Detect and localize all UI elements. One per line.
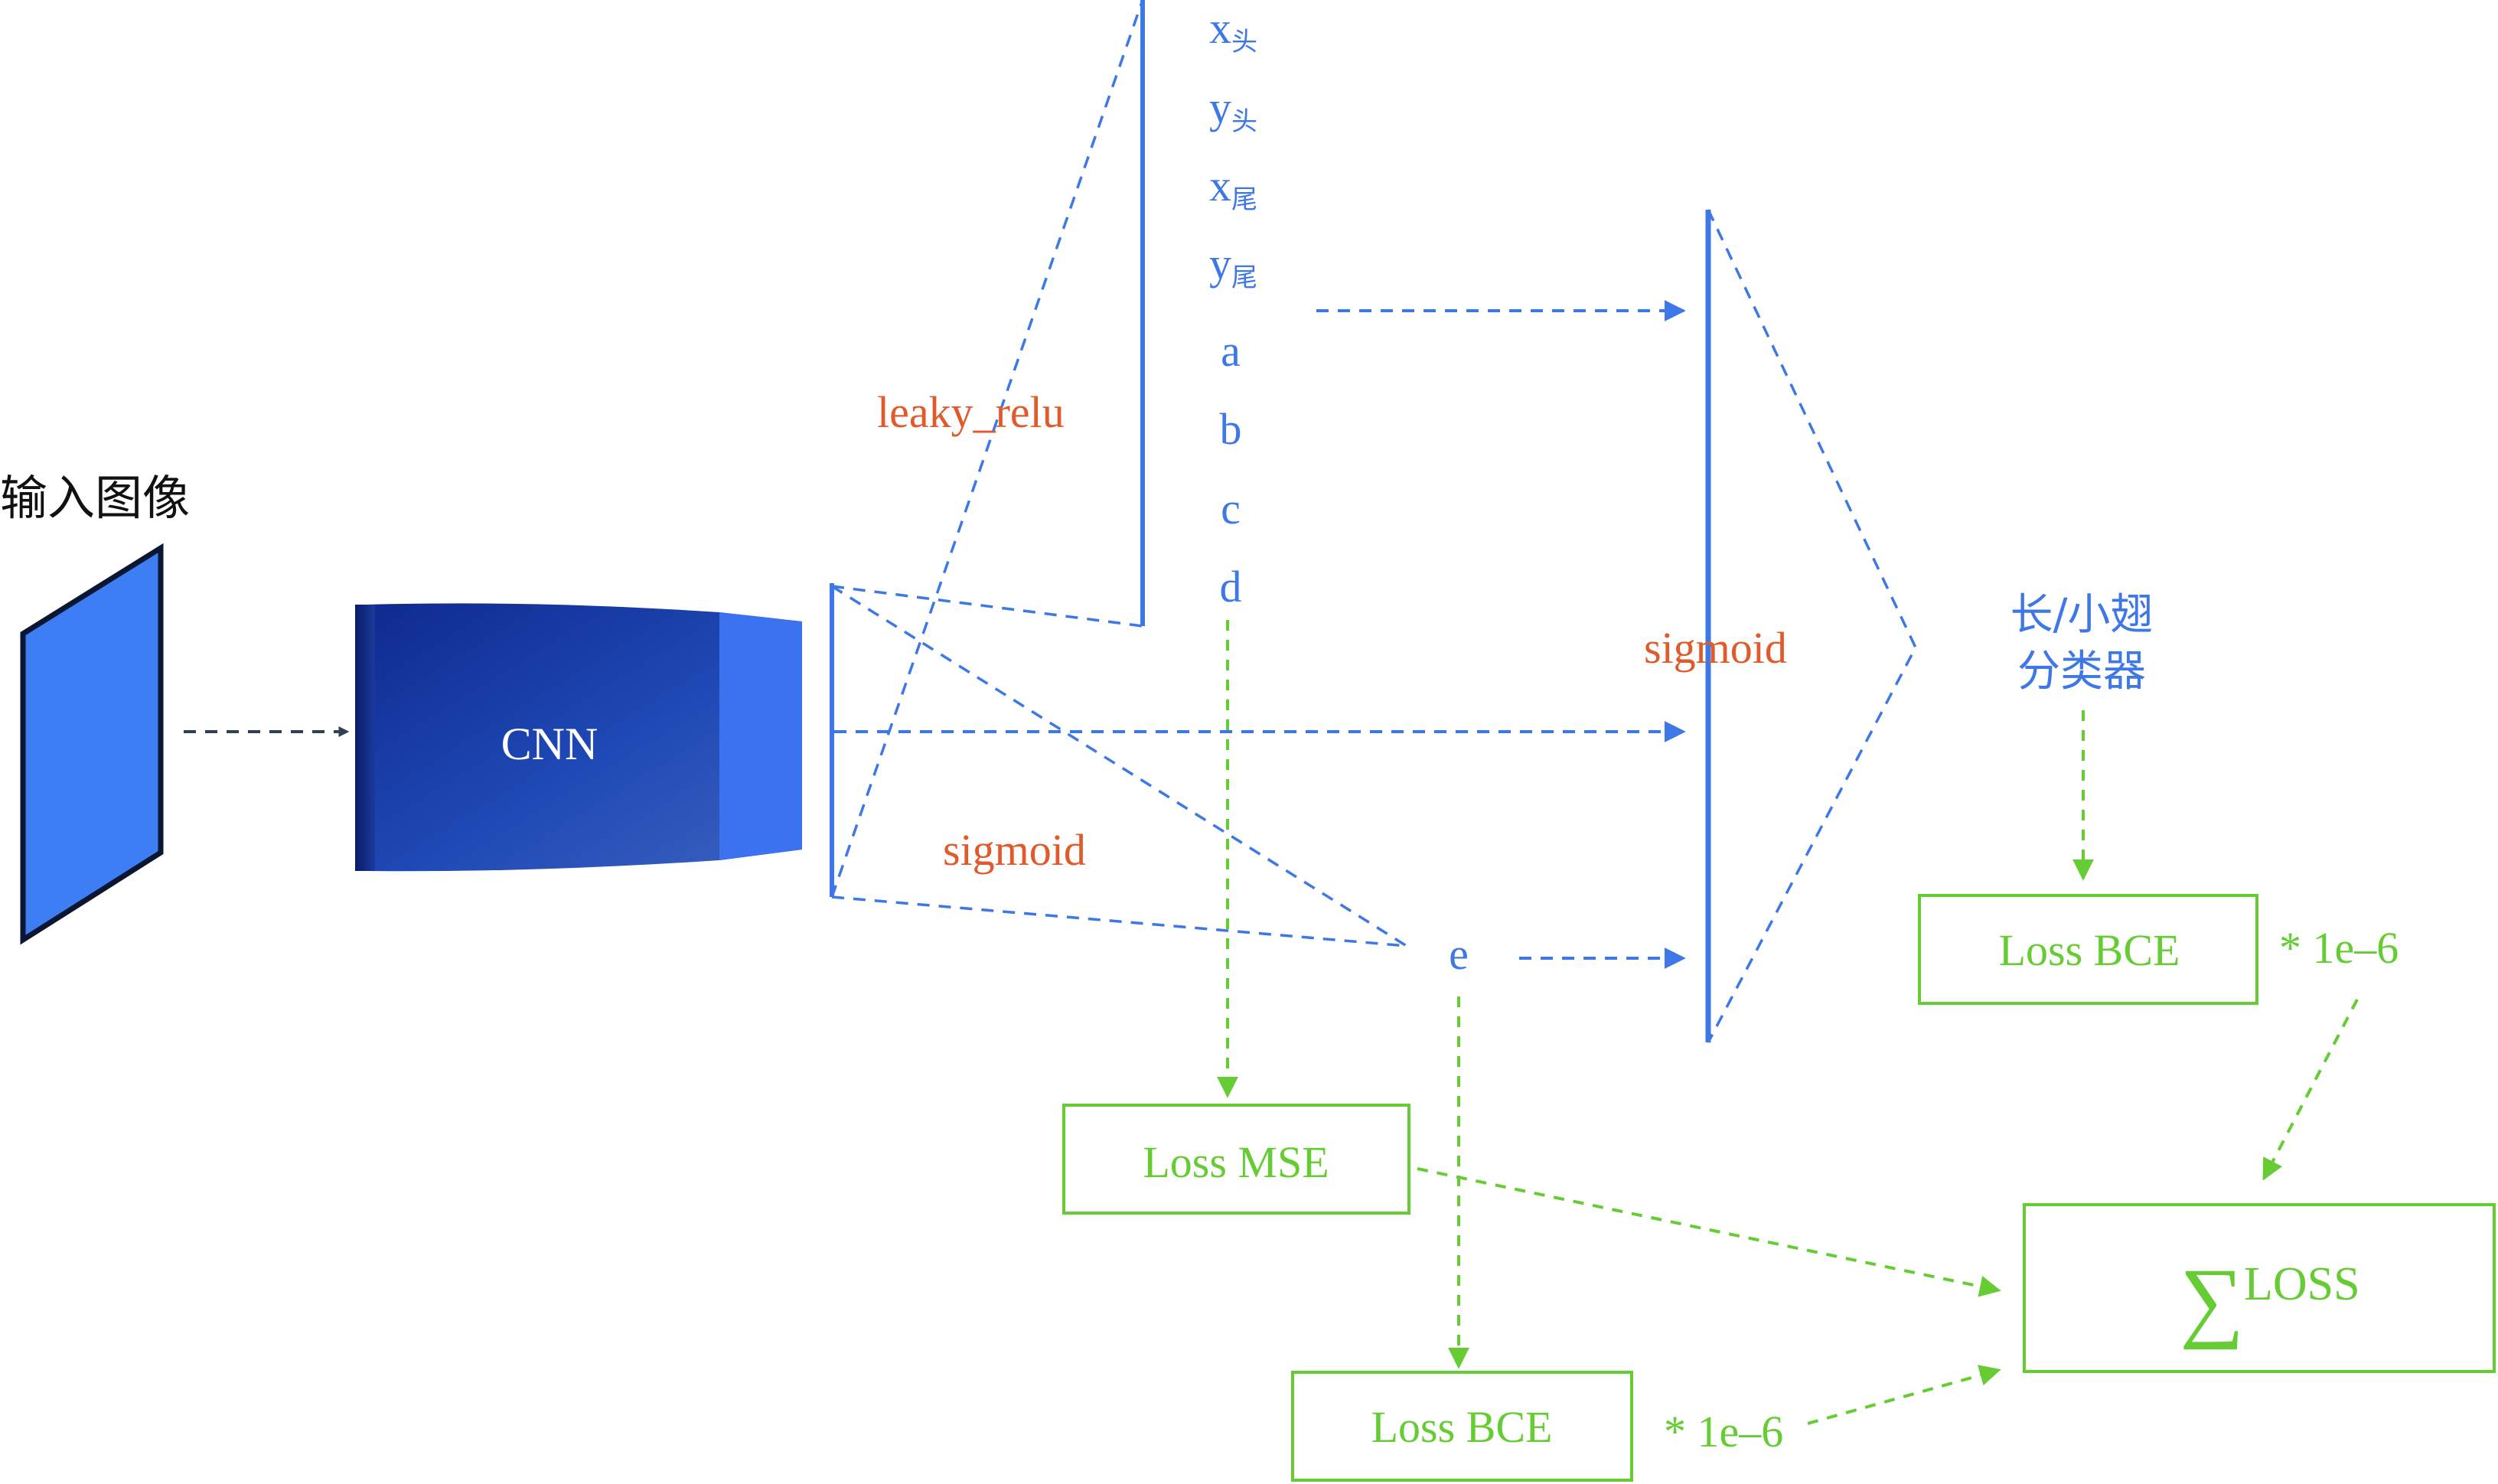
classifier-label-line1: 长/小翅: [2010, 590, 2154, 640]
sigmoid-lower-label: sigmoid: [943, 825, 1086, 875]
weight-lower-label: * 1e–6: [1664, 1407, 1783, 1456]
arrow-bce-upper-to-sum: [2262, 999, 2359, 1181]
weight-upper-label: * 1e–6: [2279, 923, 2399, 973]
output-x-tail: x尾: [1209, 161, 1257, 215]
loss-bce-upper-label: Loss BCE: [1999, 925, 2180, 975]
sigmoid-right-label: sigmoid: [1644, 623, 1787, 673]
param-outputs: a b c d: [1220, 326, 1242, 612]
output-d: d: [1220, 562, 1242, 612]
arrow-bce-to-sum: [1807, 1365, 2001, 1425]
cnn-label: CNN: [501, 719, 598, 769]
output-y-head: y头: [1209, 83, 1257, 137]
sum-loss-label: LOSS: [2244, 1258, 2360, 1310]
arrows-to-classifier: [834, 300, 1686, 969]
output-e: e: [1449, 929, 1469, 979]
arrow-mse-to-sum: [1417, 1167, 2001, 1297]
sum-symbol: ∑: [2180, 1250, 2244, 1350]
loss-mse-label: Loss MSE: [1143, 1137, 1329, 1187]
projection-lines: [830, 0, 1407, 947]
loss-arrows: [1217, 620, 2359, 1425]
loss-sum-box: ∑ LOSS: [2023, 1203, 2496, 1373]
loss-bce-lower-box: Loss BCE: [1291, 1371, 1633, 1482]
output-a: a: [1221, 326, 1241, 376]
cnn-block: [355, 603, 802, 872]
output-y-tail: y尾: [1209, 239, 1257, 293]
loss-bce-upper-box: Loss BCE: [1918, 894, 2258, 1005]
input-image-shape: [20, 543, 164, 945]
input-label: 输入图像: [0, 470, 190, 526]
coords-outputs: x头 y头 x尾 y尾: [1209, 3, 1257, 293]
loss-bce-lower-label: Loss BCE: [1371, 1402, 1553, 1452]
loss-mse-box: Loss MSE: [1062, 1104, 1410, 1215]
leaky-relu-label: leaky_relu: [877, 387, 1065, 437]
output-x-head: x头: [1209, 3, 1257, 57]
classifier-projection: [1707, 209, 1917, 1043]
classifier-label-line2: 分类器: [2017, 647, 2146, 696]
output-c: c: [1221, 484, 1241, 533]
output-b: b: [1220, 404, 1242, 454]
